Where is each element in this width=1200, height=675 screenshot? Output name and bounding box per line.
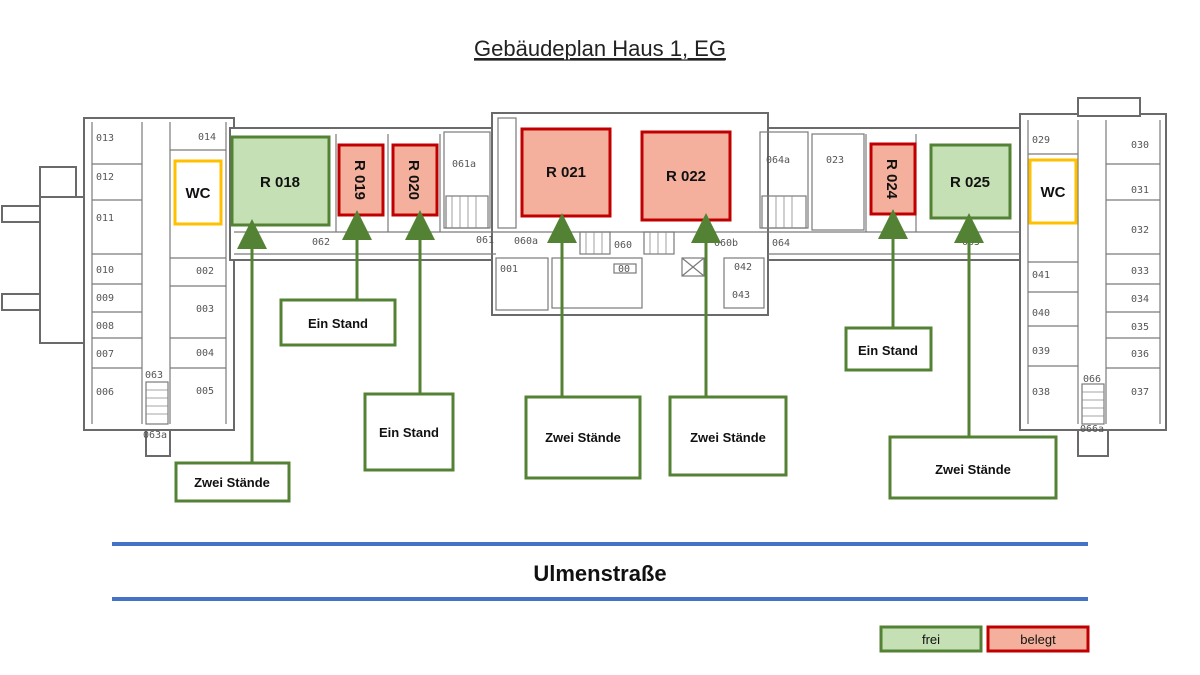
room-number: 043: [732, 290, 750, 301]
callout-box-r021: [524, 395, 642, 480]
room-r020[interactable]: [391, 143, 439, 217]
room-r024[interactable]: [869, 142, 917, 216]
room-number: 064: [772, 238, 790, 249]
room-number: 031: [1131, 185, 1149, 196]
callout-text-r021: Zwei Stände: [545, 430, 621, 445]
room-number: 002: [196, 266, 214, 277]
callout-text-r022: Zwei Stände: [690, 430, 766, 445]
room-number: 012: [96, 172, 114, 183]
callout-box-r022: [668, 395, 788, 477]
room-r018-label: R 018: [260, 174, 300, 191]
legend: frei belegt: [879, 625, 1090, 653]
room-r025-label: R 025: [950, 174, 990, 191]
room-number: 037: [1131, 387, 1149, 398]
room-number: 030: [1131, 140, 1149, 151]
room-r020-label: R 020: [405, 160, 422, 200]
room-r019[interactable]: [337, 143, 385, 217]
room-number: 001: [500, 264, 518, 275]
room-number: 064a: [766, 155, 790, 166]
room-number: 066: [1083, 374, 1101, 385]
room-number: 005: [196, 386, 214, 397]
room-number: 011: [96, 213, 114, 224]
wc-right-label: WC: [1041, 184, 1066, 201]
room-number: 023: [826, 155, 844, 166]
room-number: 032: [1131, 225, 1149, 236]
room-number: 040: [1032, 308, 1050, 319]
room-number: 061: [476, 235, 494, 246]
callout-text-r020: Ein Stand: [379, 425, 439, 440]
room-number: 006: [96, 387, 114, 398]
room-number: 062: [312, 237, 330, 248]
room-highlights: WC R 018 R 019 R 020 R 021 R 022 R 024 R…: [173, 127, 1078, 227]
callout-box-r018: [174, 461, 291, 503]
room-number: 060a: [514, 236, 538, 247]
room-number: 063: [145, 370, 163, 381]
left-wing-walls: [91, 122, 227, 425]
room-number: 00: [618, 264, 630, 275]
room-number: 033: [1131, 266, 1149, 277]
room-number: 036: [1131, 349, 1149, 360]
room-number: 034: [1131, 294, 1149, 305]
room-r021-label: R 021: [546, 164, 586, 181]
street: Ulmenstraße: [112, 542, 1088, 601]
room-number: 063a: [143, 430, 167, 441]
callout-boxes: Zwei Stände Ein Stand Ein Stand Zwei Stä…: [174, 298, 1058, 503]
room-r022[interactable]: [640, 130, 732, 222]
room-r024-label: R 024: [883, 159, 900, 200]
callout-arrows: [237, 209, 984, 462]
room-number: 038: [1032, 387, 1050, 398]
room-number: 008: [96, 321, 114, 332]
callout-text-r018: Zwei Stände: [194, 475, 270, 490]
room-number: 066a: [1080, 424, 1104, 435]
wc-right-room[interactable]: [1028, 158, 1078, 225]
legend-belegt-label: belegt: [1020, 632, 1056, 647]
room-number: 061a: [452, 159, 476, 170]
room-number: 007: [96, 349, 114, 360]
callout-box-r020: [363, 392, 455, 472]
room-number: 013: [96, 133, 114, 144]
legend-frei-swatch: [879, 625, 983, 653]
room-number: 065: [962, 237, 980, 248]
room-number: 010: [96, 265, 114, 276]
street-name: Ulmenstraße: [533, 561, 666, 586]
room-r025[interactable]: [929, 143, 1012, 220]
wc-left-room[interactable]: [173, 159, 223, 226]
room-number: 004: [196, 348, 214, 359]
room-number: 003: [196, 304, 214, 315]
room-number: 060: [614, 240, 632, 251]
room-r019-label: R 019: [351, 160, 368, 200]
room-r021[interactable]: [520, 127, 612, 218]
room-number: 014: [198, 132, 216, 143]
callout-text-r024: Ein Stand: [858, 343, 918, 358]
room-number: 060b: [714, 238, 738, 249]
callout-box-r024: [844, 326, 933, 372]
room-number: 039: [1032, 346, 1050, 357]
room-r018[interactable]: [230, 135, 331, 227]
room-number: 035: [1131, 322, 1149, 333]
room-number: 042: [734, 262, 752, 273]
page-title: Gebäudeplan Haus 1, EG: [474, 36, 726, 61]
wc-left-label: WC: [186, 185, 211, 202]
callout-text-r019: Ein Stand: [308, 316, 368, 331]
callout-box-r025: [888, 435, 1058, 500]
room-number: 029: [1032, 135, 1050, 146]
legend-belegt-swatch: [986, 625, 1090, 653]
callout-box-r019: [279, 298, 397, 347]
room-number: 041: [1032, 270, 1050, 281]
callout-text-r025: Zwei Stände: [935, 462, 1011, 477]
room-r022-label: R 022: [666, 168, 706, 185]
legend-frei-label: frei: [922, 632, 940, 647]
right-wing-walls: [1027, 120, 1161, 425]
room-number: 009: [96, 293, 114, 304]
